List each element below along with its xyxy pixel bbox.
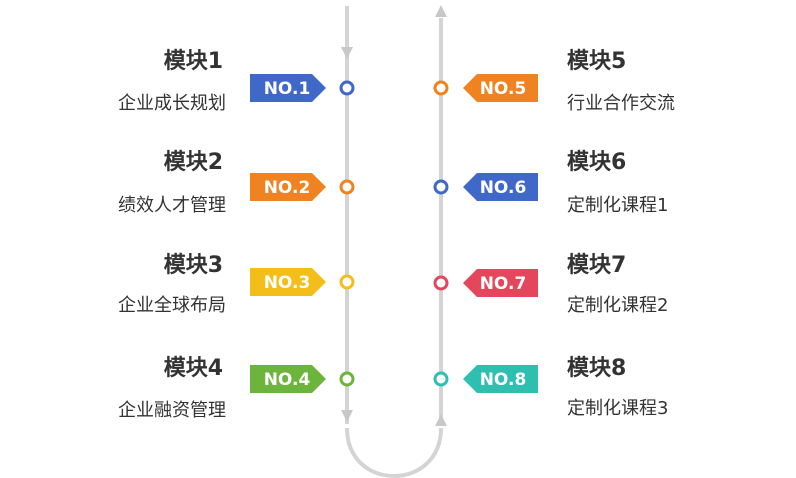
module-4-desc: 企业融资管理 <box>118 400 226 421</box>
tag-no2-shape <box>250 173 326 201</box>
tag-no6: NO.6 <box>463 173 538 201</box>
tag-no6-label: NO.6 <box>480 178 527 198</box>
tag-no7-shape <box>463 269 538 297</box>
tag-no4-shape <box>250 365 326 393</box>
module-5-title: 模块5 <box>567 49 627 74</box>
tag-no8: NO.8 <box>463 365 538 393</box>
module-4-title: 模块4 <box>163 356 223 381</box>
tag-no8-shape <box>463 365 538 393</box>
tag-no1-shape <box>250 74 326 102</box>
node-dot-5 <box>433 80 449 96</box>
module-6-desc: 定制化课程1 <box>567 195 669 216</box>
module-7-desc: 定制化课程2 <box>567 295 669 316</box>
node-dot-2 <box>339 179 355 195</box>
node-dot-7 <box>433 275 449 291</box>
module-2-desc: 绩效人才管理 <box>118 195 226 216</box>
tag-no1: NO.1 <box>250 74 326 102</box>
module-3-title: 模块3 <box>163 253 223 278</box>
module-1-title: 模块1 <box>163 49 223 74</box>
module-1-desc: 企业成长规划 <box>118 93 226 114</box>
tag-no4-label: NO.4 <box>264 370 311 390</box>
module-6-title: 模块6 <box>567 150 627 175</box>
node-dot-8 <box>433 371 449 387</box>
up-arrow-bottom-icon <box>435 414 447 426</box>
tag-no3-shape <box>250 268 326 296</box>
tag-no3: NO.3 <box>250 268 326 296</box>
tag-no1-label: NO.1 <box>264 79 311 99</box>
module-8-desc: 定制化课程3 <box>567 398 669 419</box>
node-dot-1 <box>339 80 355 96</box>
tag-no7-label: NO.7 <box>480 274 527 294</box>
tag-no5: NO.5 <box>463 74 538 102</box>
tag-no5-shape <box>463 74 538 102</box>
tag-no4: NO.4 <box>250 365 326 393</box>
tag-no2: NO.2 <box>250 173 326 201</box>
module-3-desc: 企业全球布局 <box>118 295 226 316</box>
down-arrow-bottom-icon <box>341 410 353 422</box>
module-2-title: 模块2 <box>163 150 223 175</box>
module-7-title: 模块7 <box>567 253 627 278</box>
node-dot-4 <box>339 371 355 387</box>
u-turn-connector <box>345 427 443 478</box>
node-dot-3 <box>339 274 355 290</box>
down-arrow-top-icon <box>341 47 353 59</box>
node-dot-6 <box>433 179 449 195</box>
tag-no3-label: NO.3 <box>264 273 311 293</box>
tag-no5-label: NO.5 <box>480 79 527 99</box>
tag-no8-label: NO.8 <box>480 370 527 390</box>
tag-no7: NO.7 <box>463 269 538 297</box>
up-arrow-top-icon <box>435 5 447 17</box>
module-8-title: 模块8 <box>567 356 627 381</box>
module-5-desc: 行业合作交流 <box>567 93 675 114</box>
tag-no6-shape <box>463 173 538 201</box>
tag-no2-label: NO.2 <box>264 178 311 198</box>
